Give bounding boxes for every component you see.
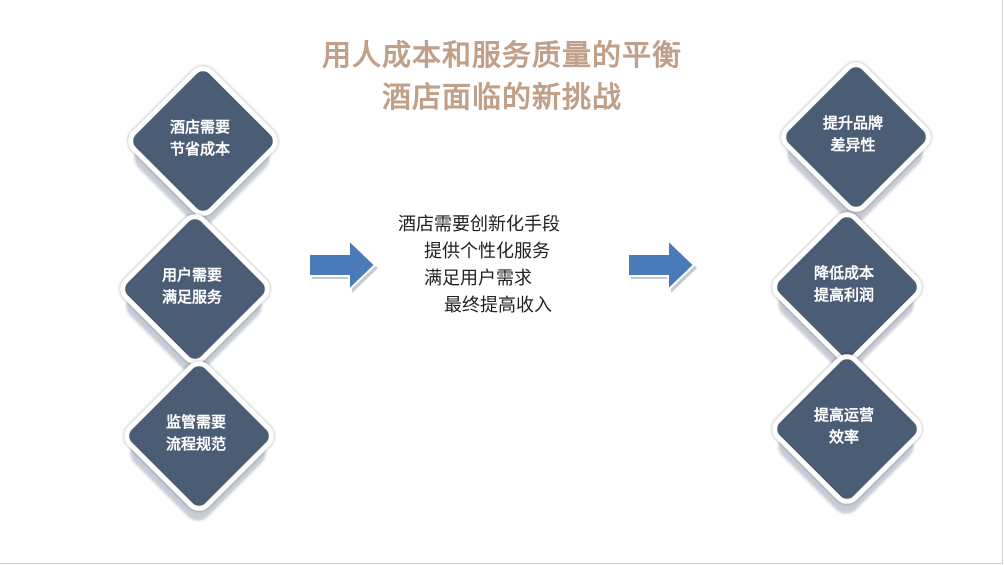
center-line-2: 提供个性化服务 [424, 241, 550, 262]
right-diamond-2: 降低成本 提高利润 [766, 206, 928, 378]
right-diamond-1-line2: 差异性 [830, 136, 876, 154]
left-diamond-2-line1: 用户需要 [161, 266, 222, 284]
left-diamond-1-line1: 酒店需要 [169, 118, 230, 136]
center-line-3: 满足用户需求 [424, 268, 532, 289]
right-diamond-2-line1: 降低成本 [813, 264, 874, 282]
right-diamond-1: 提升品牌 差异性 [775, 56, 937, 228]
title-line-2: 酒店面临的新挑战 [381, 80, 622, 114]
arrow-right-icon-right [627, 237, 697, 293]
left-diamond-3-line2: 流程规范 [165, 435, 226, 453]
left-diamond-2: 用户需要 满足服务 [114, 208, 276, 380]
center-line-4: 最终提高收入 [444, 295, 552, 316]
right-diamond-3-line2: 效率 [828, 428, 859, 446]
left-diamond-3-line1: 监管需要 [165, 413, 226, 431]
arrow-right-icon-left [308, 237, 378, 293]
right-diamond-3-line1: 提高运营 [813, 406, 874, 424]
right-diamond-2-line2: 提高利润 [813, 286, 874, 304]
title-line-1: 用人成本和服务质量的平衡 [321, 38, 682, 72]
left-diamond-2-line2: 满足服务 [161, 288, 222, 306]
left-diamond-1: 酒店需要 节省成本 [122, 60, 284, 232]
right-diamond-3: 提高运营 效率 [766, 348, 928, 520]
left-diamond-3: 监管需要 流程规范 [118, 355, 280, 527]
left-diamond-1-line2: 节省成本 [169, 140, 230, 158]
center-line-1: 酒店需要创新化手段 [398, 214, 560, 235]
right-diamond-1-line1: 提升品牌 [822, 114, 883, 132]
